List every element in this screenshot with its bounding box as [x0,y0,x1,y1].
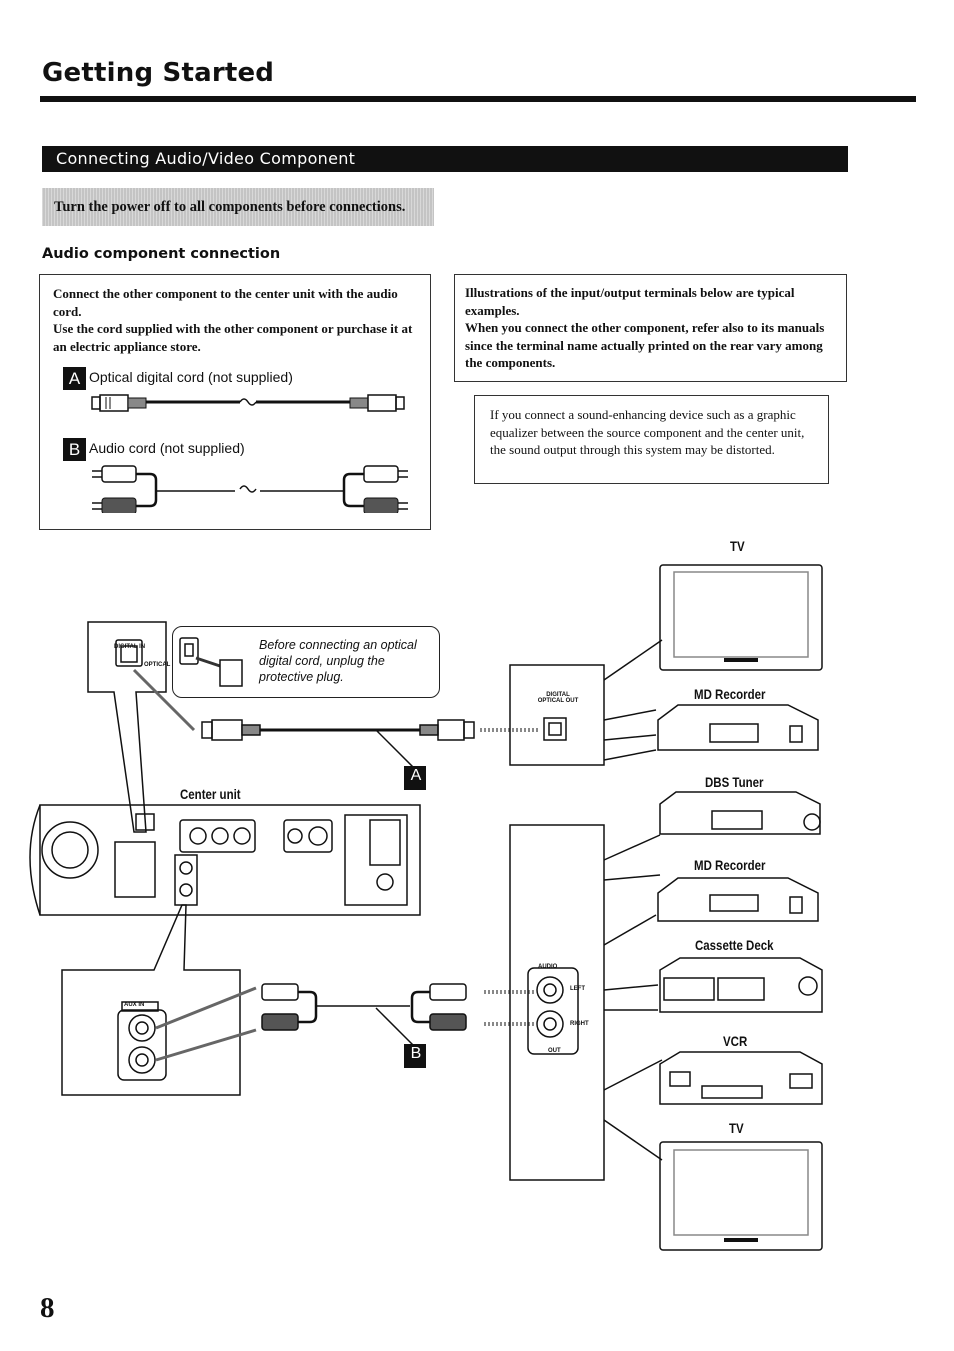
subheading: Audio component connection [42,246,281,262]
intro-line-1: Connect the other component to the cente… [53,286,398,319]
cord-info-box: Connect the other component to the cente… [39,274,431,530]
device-vcr: VCR [723,1033,748,1049]
warning-banner: Turn the power off to all components bef… [42,188,434,226]
page-number: 8 [40,1292,55,1324]
intro-line-2: Use the cord supplied with the other com… [53,321,413,354]
section-title-bar: Connecting Audio/Video Component [42,146,848,172]
right-label: RIGHT [570,1021,589,1027]
optical-label: OPTICAL [144,662,171,668]
note-box: If you connect a sound-enhancing device … [474,395,829,484]
audio-label: AUDIO [538,964,558,970]
callout-text: Before connecting an optical digital cor… [259,638,417,684]
device-md-recorder-1: MD Recorder [694,686,766,702]
diagram-badge-a: A [410,767,422,784]
page-title: Getting Started [42,58,275,88]
digital-in-label: DIGITAL IN [114,644,146,650]
digital-optical-out-label: DIGITAL OPTICAL OUT [537,692,579,704]
cord-a-badge: A [63,367,86,390]
title-rule [40,96,916,102]
device-dbs-tuner: DBS Tuner [705,774,764,790]
diagram-badge-b: B [410,1045,422,1062]
terminal-info-line-2: When you connect the other component, re… [465,320,825,370]
center-unit-label: Center unit [180,786,241,802]
device-tv-top: TV [730,538,745,554]
device-md-recorder-2: MD Recorder [694,857,766,873]
aux-in-label: AUX IN [124,1002,145,1008]
left-label: LEFT [570,986,585,992]
terminal-info-box: Illustrations of the input/output termin… [454,274,847,382]
device-cassette-deck: Cassette Deck [695,937,774,953]
out-label: OUT [548,1048,561,1054]
protective-plug-callout [172,626,440,698]
cord-a-label: Optical digital cord (not supplied) [89,369,293,386]
cord-intro: Connect the other component to the cente… [53,285,421,355]
audio-cord-icon [92,465,408,513]
terminal-info-line-1: Illustrations of the input/output termin… [465,285,795,318]
cord-b-badge: B [63,438,86,461]
cord-b-label: Audio cord (not supplied) [89,440,245,457]
connection-diagram [29,564,823,1251]
optical-cord-icon [91,394,405,412]
device-tv-bottom: TV [729,1120,744,1136]
